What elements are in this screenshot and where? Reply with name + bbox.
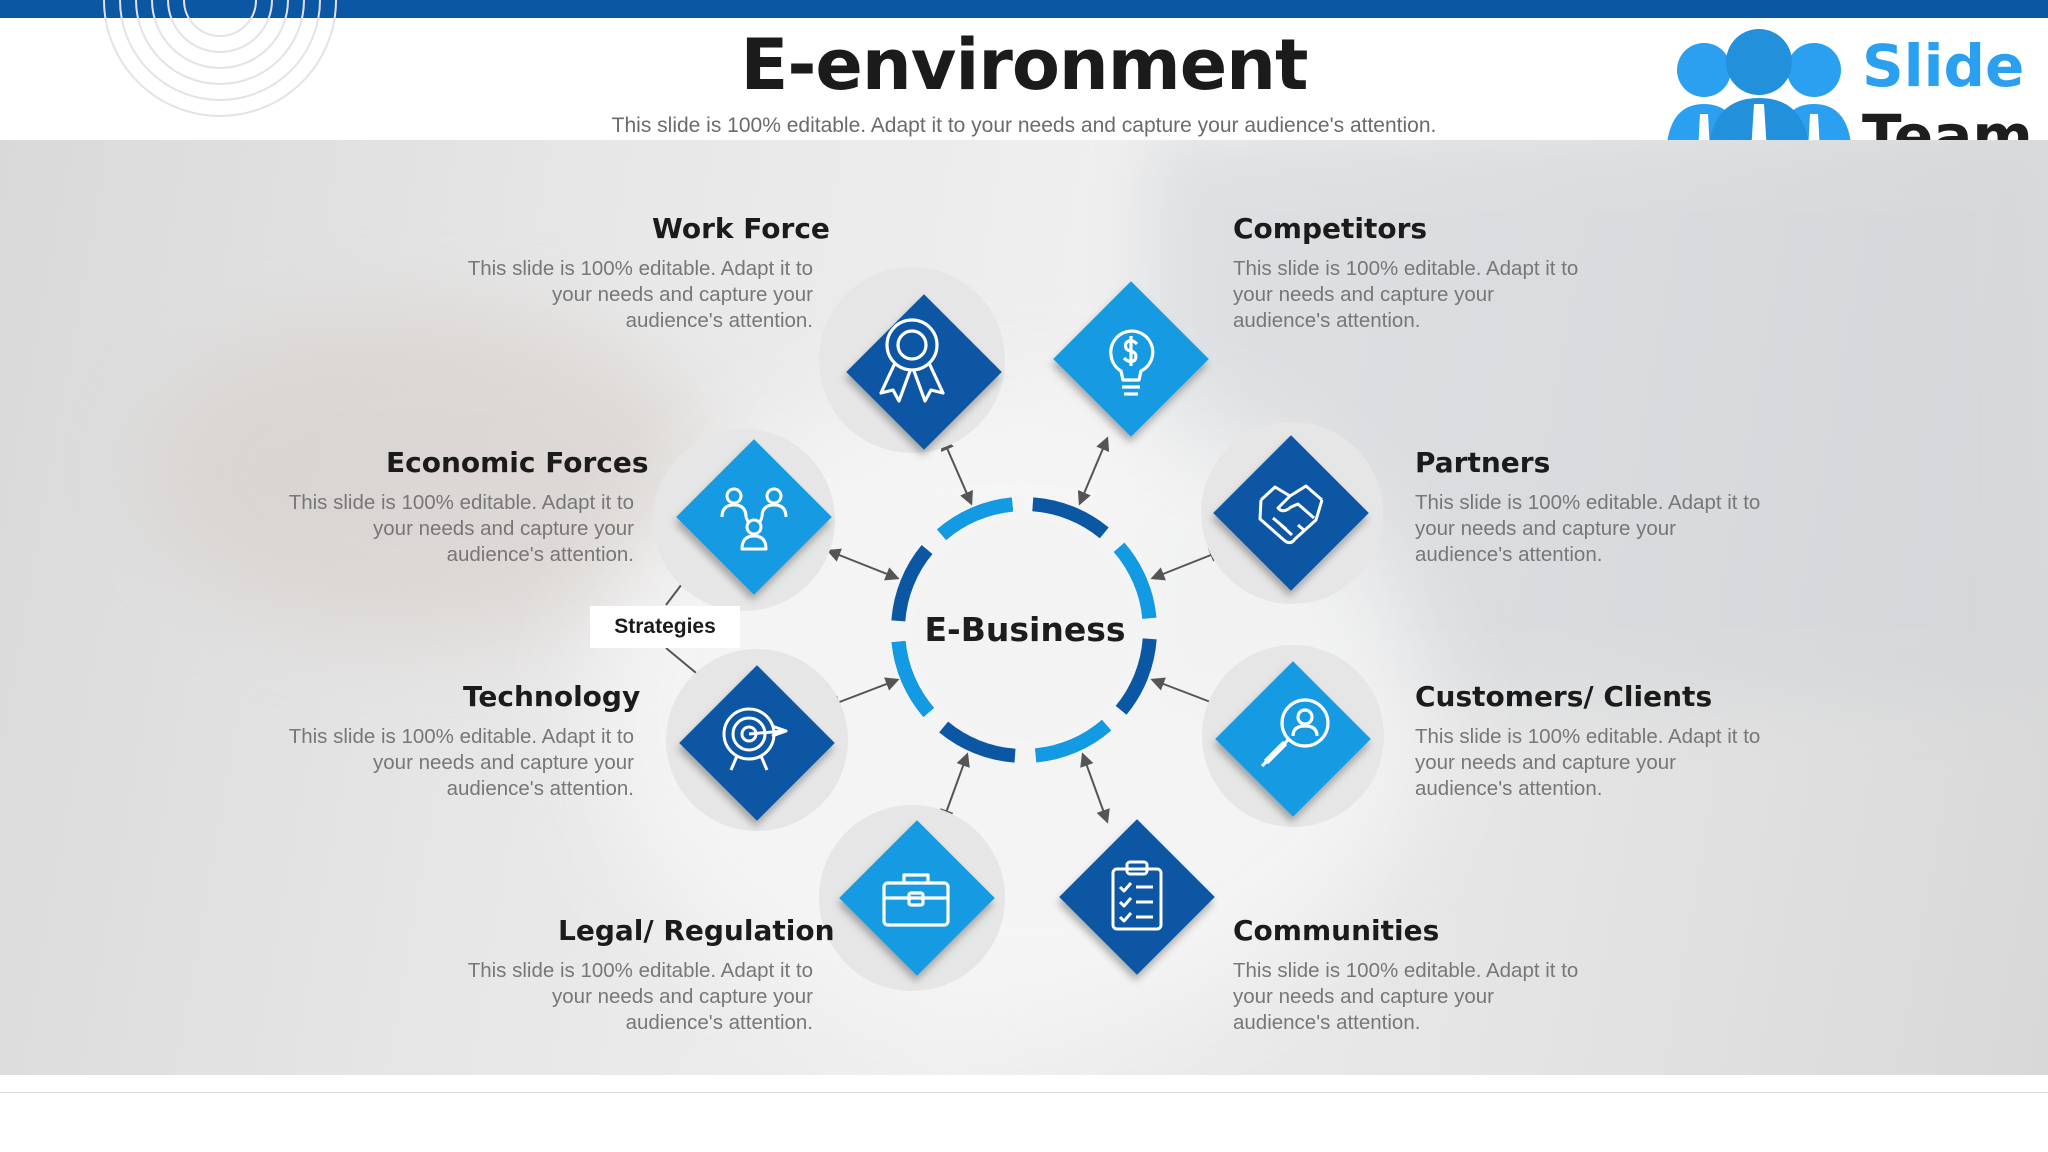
logo-word-slide: Slide (1862, 32, 2025, 100)
lightbulb-dollar-icon (1109, 329, 1155, 396)
strategies-label: Strategies (590, 606, 740, 648)
award-ribbon-icon (879, 318, 945, 403)
connector-arrows (665, 436, 1224, 824)
node-title-partners: Partners (1415, 446, 1551, 479)
node-customers-clients (1202, 645, 1384, 827)
node-desc-technology: This slide is 100% editable. Adapt it to… (288, 725, 634, 800)
node-desc-competitors: This slide is 100% editable. Adapt it to… (1233, 257, 1579, 332)
handshake-icon (1258, 484, 1324, 545)
node-desc-customers-clients: This slide is 100% editable. Adapt it to… (1415, 725, 1761, 800)
footer-divider (0, 1092, 2048, 1093)
node-title-competitors: Competitors (1233, 212, 1428, 245)
node-title-work-force: Work Force (652, 212, 830, 245)
node-desc-partners: This slide is 100% editable. Adapt it to… (1415, 491, 1761, 566)
node-desc-economic-forces: This slide is 100% editable. Adapt it to… (288, 491, 634, 566)
node-work-force (819, 267, 1005, 453)
node-title-technology: Technology (463, 680, 641, 713)
node-desc-communities: This slide is 100% editable. Adapt it to… (1233, 959, 1579, 1034)
node-economic-forces (653, 429, 835, 611)
node-desc-legal-regulation: This slide is 100% editable. Adapt it to… (467, 959, 813, 1034)
people-network-icon (720, 487, 788, 551)
decorative-rings (103, 0, 337, 117)
checklist-clipboard-icon (1111, 860, 1163, 931)
top-accent-bar (0, 0, 2048, 18)
node-competitors (1053, 281, 1209, 437)
center-hub (914, 520, 1134, 740)
node-title-communities: Communities (1233, 914, 1440, 947)
node-title-legal-regulation: Legal/ Regulation (558, 914, 835, 947)
target-arrow-icon (722, 707, 788, 771)
node-desc-work-force: This slide is 100% editable. Adapt it to… (467, 257, 813, 332)
briefcase-icon (882, 873, 950, 927)
page-subtitle: This slide is 100% editable. Adapt it to… (611, 114, 1437, 137)
node-communities (1059, 819, 1215, 975)
center-label: E-Business (924, 610, 1126, 649)
node-technology (666, 649, 848, 831)
node-title-customers-clients: Customers/ Clients (1415, 680, 1713, 713)
node-title-economic-forces: Economic Forces (386, 446, 649, 479)
center-ring (891, 497, 1157, 763)
page-title: E-environment (740, 24, 1309, 106)
node-legal-regulation (819, 805, 1005, 991)
user-search-icon (1260, 698, 1330, 768)
node-partners (1201, 422, 1383, 604)
